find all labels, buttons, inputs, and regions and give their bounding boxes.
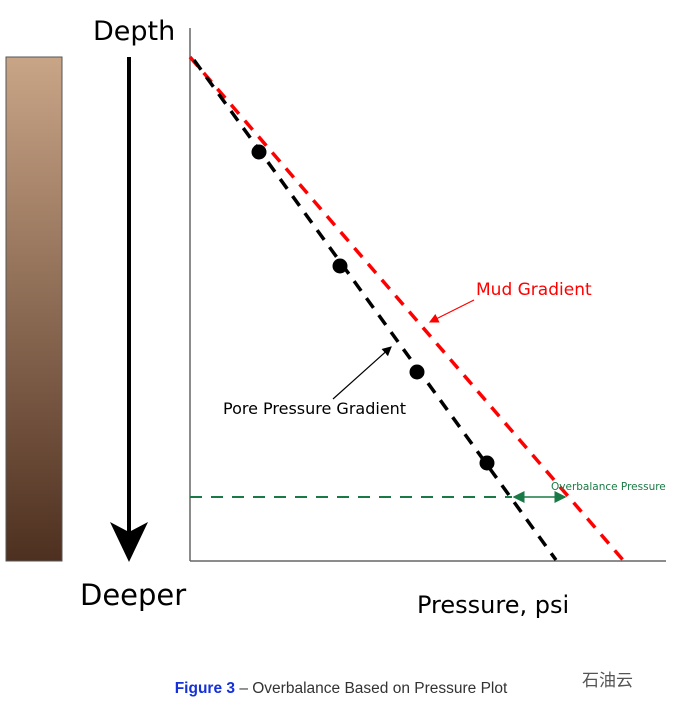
pore-pressure-point [251, 144, 267, 160]
deeper-label: Deeper [80, 578, 186, 612]
caption-text: – Overbalance Based on Pressure Plot [235, 680, 508, 697]
mud-gradient-line [188, 55, 625, 562]
formation-column [5, 56, 63, 562]
figure-number: Figure 3 [174, 680, 236, 697]
pore-pressure-label: Pore Pressure Gradient [223, 399, 406, 418]
mud-gradient-label: Mud Gradient [476, 280, 592, 300]
pore-pressure-point [332, 258, 348, 274]
mud-gradient-pointer [428, 299, 475, 323]
depth-arrowhead [110, 522, 148, 562]
x-axis-label: Pressure, psi [417, 591, 569, 619]
overbalance-label: Overbalance Pressure [551, 481, 666, 493]
watermark: 石油云 [582, 671, 633, 691]
pore-pressure-pointer [332, 346, 392, 400]
figure-caption: Figure 3 – Overbalance Based on Pressure… [0, 680, 682, 698]
pore-pressure-line [192, 58, 558, 562]
pore-pressure-point [409, 364, 425, 380]
pore-pressure-point [479, 455, 495, 471]
depth-label: Depth [93, 16, 175, 47]
